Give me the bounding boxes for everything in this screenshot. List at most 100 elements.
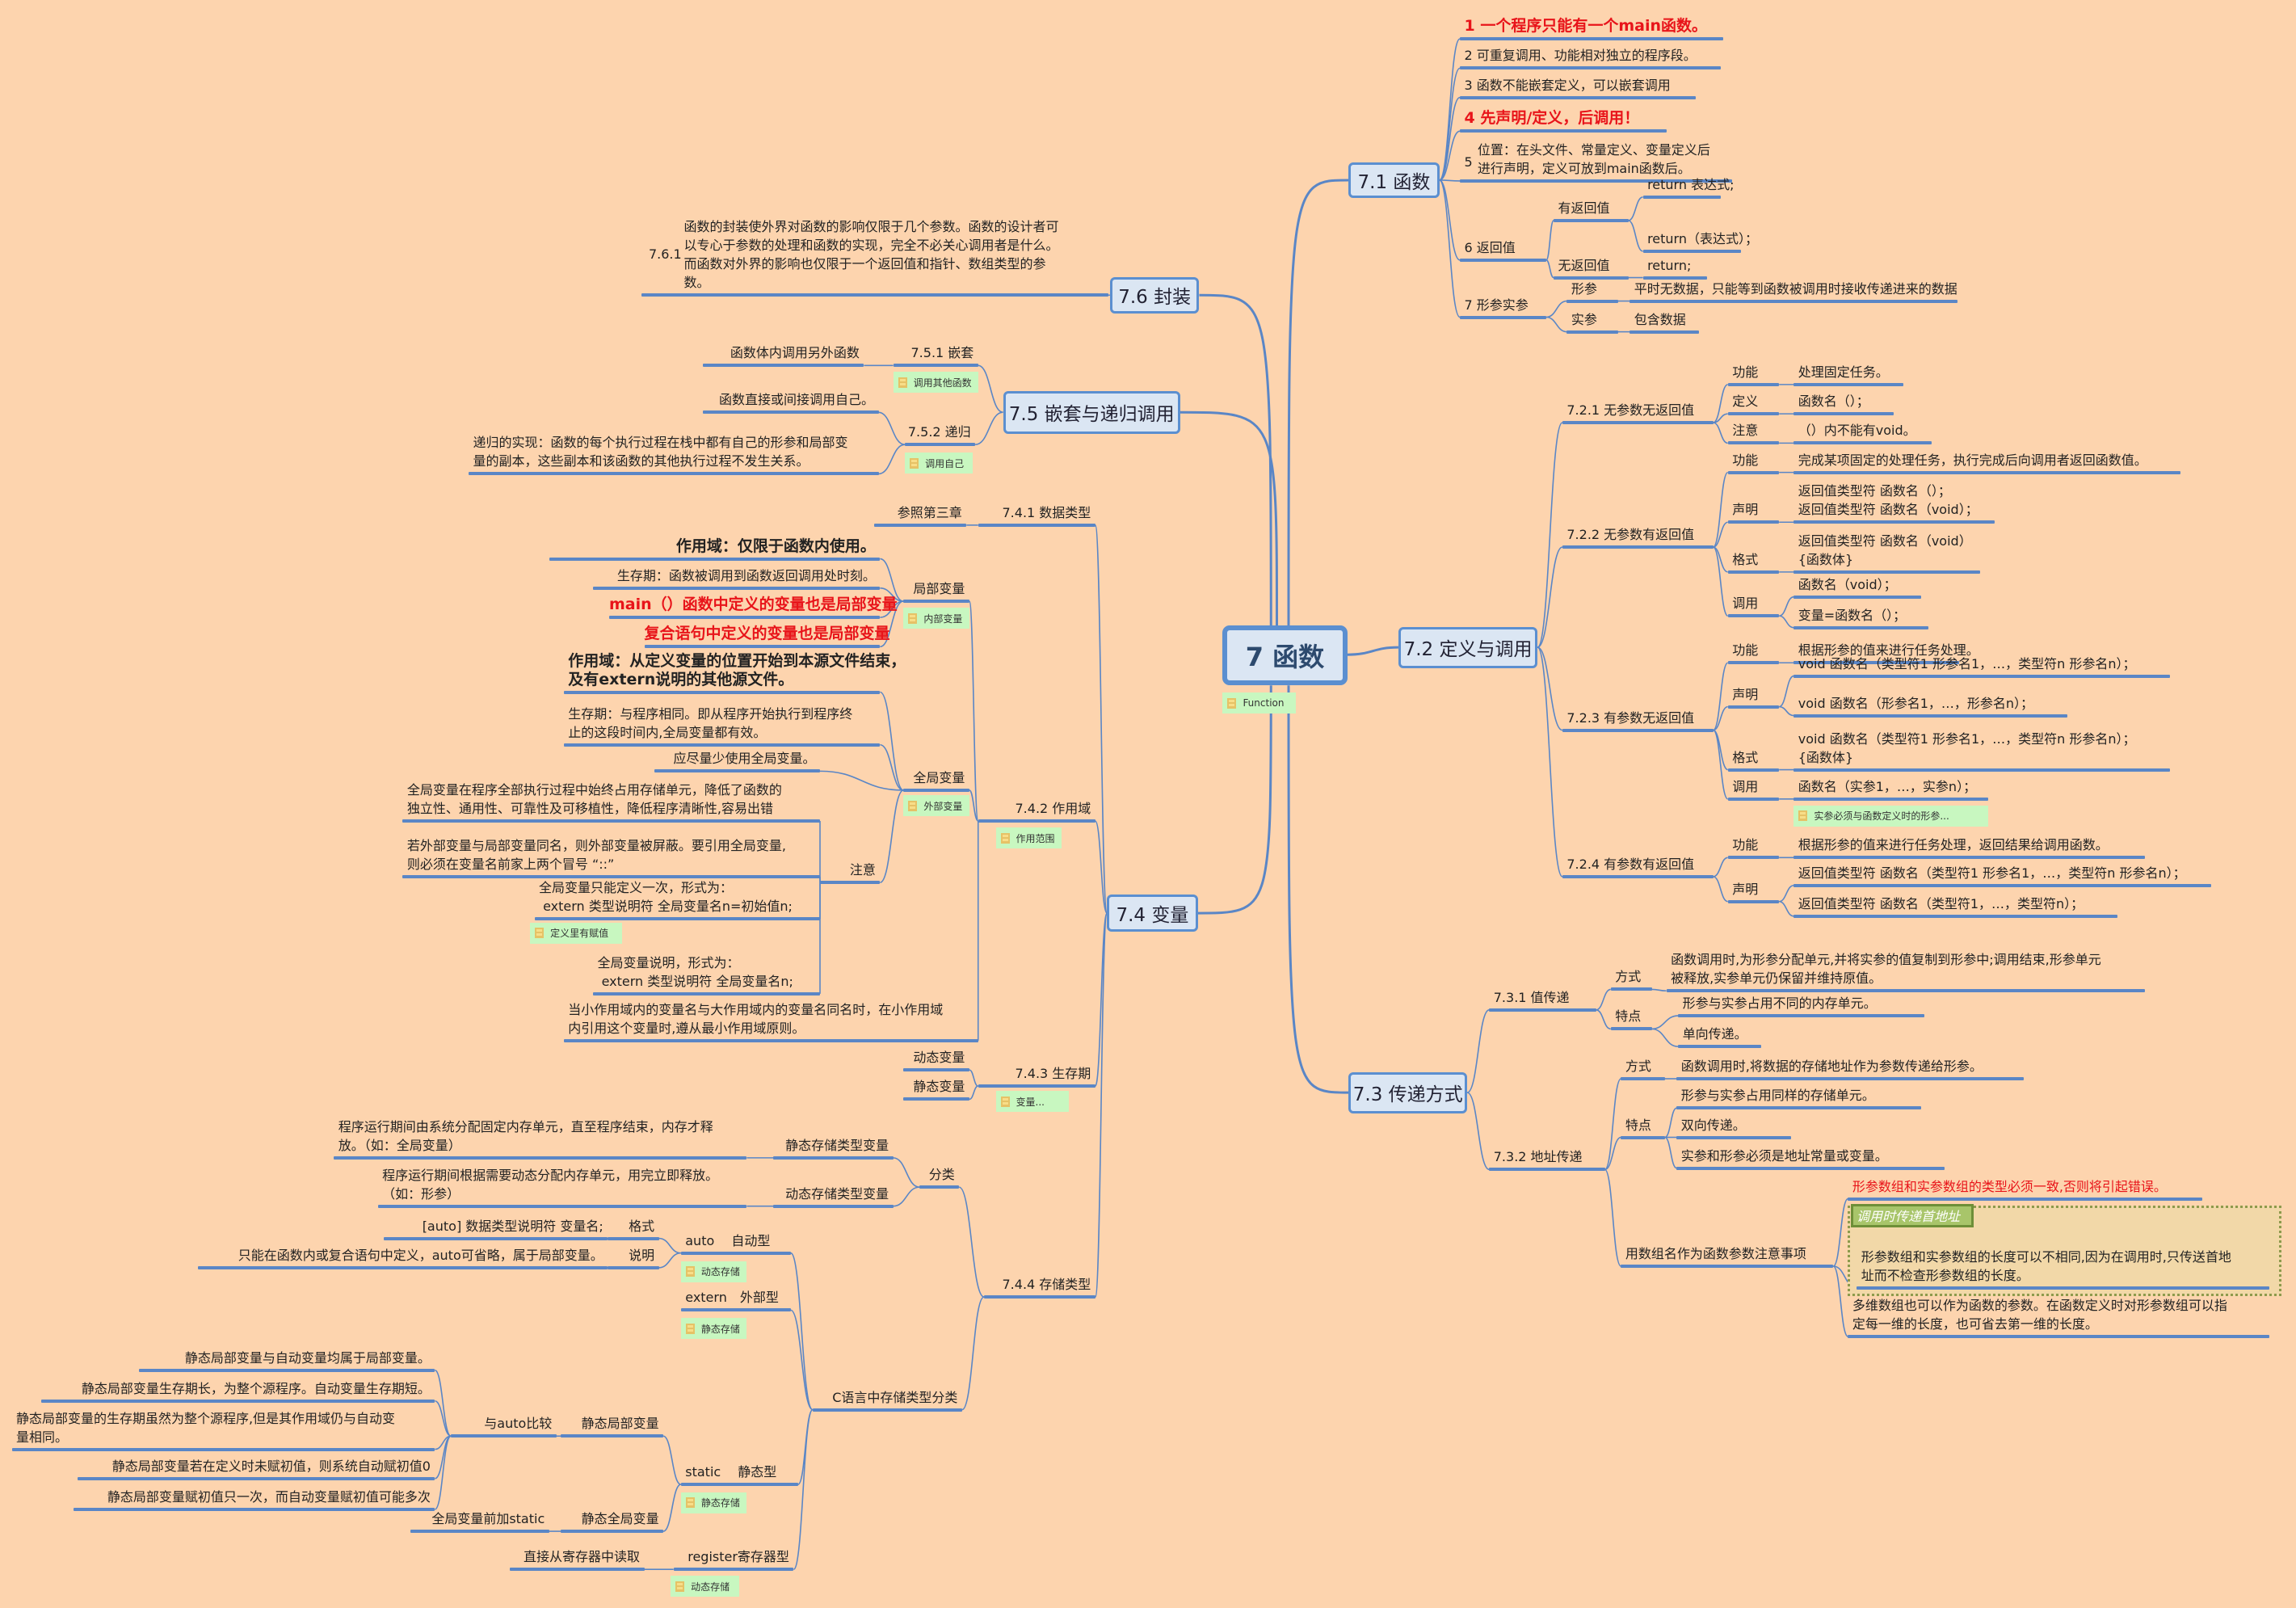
topic-c3[interactable]: 格式 [1732, 749, 1759, 765]
topic-vb2d2[interactable]: 若外部变量与局部变量同名，则外部变量被屏蔽。要引用全局变量, 则必须在变量名前家… [406, 837, 786, 872]
topic-c1[interactable]: 功能 [1732, 642, 1759, 659]
topic-vd[interactable]: 7.4.4 存储类型 [1002, 1277, 1091, 1293]
topic-a3v[interactable]: （）内不能有void。 [1798, 423, 1916, 439]
topic-d2v1[interactable]: 返回值类型符 函数名（类型符1 形参名1，…，类型符n 形参名n）； [1798, 865, 2186, 881]
central-topic[interactable]: 7 函数 [1222, 625, 1348, 686]
topic-c1v[interactable]: 根据形参的值来进行任务处理。 [1798, 642, 1979, 659]
topic-vd2a2v[interactable]: 只能在函数内或复合语句中定义，auto可省略，属于局部变量。 [238, 1247, 603, 1263]
topic-vd2c[interactable]: static 静态型 [685, 1464, 777, 1480]
note-label[interactable]: 定义里有赋值 [530, 922, 623, 944]
topic-vd2a1v[interactable]: [auto] 数据类型说明符 变量名; [422, 1218, 603, 1234]
topic-s3[interactable]: 静态局部变量的生存期虽然为整个源程序,但是其作用域仍与自动变 量相同。 [15, 1410, 396, 1445]
topic-b2[interactable]: 声明 [1732, 502, 1759, 518]
topic-a[interactable]: 7.2.1 无参数无返回值 [1566, 402, 1695, 418]
topic-nb[interactable]: 7.5.2 递归 [907, 424, 971, 440]
topic-va[interactable]: 7.4.1 数据类型 [1002, 504, 1091, 520]
topic-p5n[interactable]: 5 [1464, 154, 1473, 170]
topic-vd2c1a[interactable]: 与auto比较 [484, 1416, 553, 1432]
topic-tb2[interactable]: 特点 [1625, 1117, 1651, 1133]
topic-nb2[interactable]: 递归的实现：函数的每个执行过程在栈中都有自己的形参和局部变 量的副本，这些副本和… [473, 435, 848, 469]
note-label[interactable]: 静态存储 [680, 1318, 747, 1340]
branch-topic-s74[interactable]: 7.4 变量 [1107, 895, 1198, 932]
topic-vc2[interactable]: 静态变量 [913, 1079, 965, 1095]
note-label[interactable]: 实参必须与函数定义时的形参... [1793, 805, 1989, 827]
topic-tb2v3[interactable]: 实参和形参必须是地址常量或变量。 [1680, 1147, 1888, 1164]
topic-s2[interactable]: 静态局部变量生存期长，为整个源程序。自动变量生存期短。 [81, 1380, 431, 1396]
topic-p1[interactable]: 1 一个程序只能有一个main函数。 [1464, 17, 1708, 36]
topic-ta2v1[interactable]: 形参与实参占用不同的内存单元。 [1682, 996, 1877, 1012]
topic-p6a1[interactable]: return 表达式; [1647, 176, 1735, 192]
topic-b4[interactable]: 调用 [1732, 596, 1759, 612]
topic-d[interactable]: 7.2.4 有参数有返回值 [1566, 856, 1695, 872]
topic-ta1v[interactable]: 函数调用时,为形参分配单元,并将实参的值复制到形参中;调用结束,形参单元 被释放… [1671, 952, 2101, 987]
topic-p7a1[interactable]: 平时无数据，只能等到函数被调用时接收传递进来的数据 [1634, 280, 1957, 297]
topic-vb1d[interactable]: 复合语句中定义的变量也是局部变量 [644, 625, 890, 643]
topic-tb1v[interactable]: 函数调用时,将数据的存储地址作为参数传递给形参。 [1680, 1059, 1983, 1074]
topic-c3v[interactable]: void 函数名（类型符1 形参名1，…，类型符n 形参名n）； {函数体} [1798, 730, 2136, 765]
topic-vd1a1[interactable]: 程序运行期间由系统分配固定内存单元，直至程序结束，内存才释 放。（如：全局变量） [338, 1118, 713, 1153]
branch-topic-s73[interactable]: 7.3 传递方式 [1348, 1071, 1468, 1113]
topic-ta1[interactable]: 方式 [1615, 969, 1642, 985]
topic-p2[interactable]: 2 可重复调用、功能相对独立的程序段。 [1464, 48, 1697, 64]
branch-topic-s72[interactable]: 7.2 定义与调用 [1398, 626, 1538, 668]
callout-title[interactable]: 调用时传递首地址 [1851, 1203, 1974, 1227]
topic-vd1b1[interactable]: 程序运行期间根据需要动态分配内存单元，用完立即释放。 （如：形参） [382, 1167, 719, 1202]
topic-ta[interactable]: 7.3.1 值传递 [1493, 989, 1570, 1005]
topic-f1[interactable]: 函数的封装使外界对函数的影响仅限于几个参数。函数的设计者可 以专心于参数的处理和… [683, 219, 1059, 291]
topic-vd2b[interactable]: extern 外部型 [685, 1290, 779, 1306]
topic-vb1b[interactable]: 生存期：函数被调用到函数返回调用处时刻。 [616, 567, 876, 583]
branch-topic-s71[interactable]: 7.1 函数 [1348, 162, 1440, 198]
topic-vd1a[interactable]: 静态存储类型变量 [785, 1137, 889, 1153]
topic-tb2v1[interactable]: 形参与实参占用同样的存储单元。 [1680, 1088, 1875, 1104]
note-label[interactable]: 作用范围 [995, 827, 1062, 849]
note-label[interactable]: 动态存储 [680, 1261, 747, 1282]
topic-na[interactable]: 7.5.1 嵌套 [910, 345, 974, 361]
topic-p6a2[interactable]: return（表达式）； [1647, 230, 1758, 246]
topic-va1[interactable]: 参照第三章 [897, 504, 962, 520]
topic-b1[interactable]: 功能 [1732, 452, 1759, 468]
topic-vd2c2[interactable]: 静态全局变量 [581, 1511, 659, 1527]
topic-vb2c[interactable]: 应尽量少使用全局变量。 [673, 751, 816, 767]
topic-b2v[interactable]: 返回值类型符 函数名（）； 返回值类型符 函数名（void）； [1798, 483, 1979, 518]
topic-c4[interactable]: 调用 [1732, 778, 1759, 794]
topic-vb2a[interactable]: 作用域：从定义变量的位置开始到本源文件结束， 及有extern说明的其他源文件。 [568, 651, 906, 688]
topic-f1n[interactable]: 7.6.1 [648, 246, 682, 263]
note-label[interactable]: Function [1222, 692, 1297, 714]
topic-a1[interactable]: 功能 [1732, 364, 1759, 380]
topic-ta2[interactable]: 特点 [1615, 1008, 1642, 1025]
topic-vc1[interactable]: 动态变量 [913, 1050, 965, 1066]
topic-c4v[interactable]: 函数名（实参1，…，实参n）； [1798, 778, 1977, 794]
topic-s1[interactable]: 静态局部变量与自动变量均属于局部变量。 [184, 1349, 431, 1366]
topic-vd2d[interactable]: register寄存器型 [688, 1549, 789, 1565]
topic-d2[interactable]: 声明 [1732, 881, 1759, 897]
note-label[interactable]: 调用其他函数 [893, 372, 978, 394]
topic-vb3[interactable]: 当小作用域内的变量名与大作用域内的变量名同名时，在小作用域 内引用这个变量时,遵… [568, 1001, 944, 1036]
topic-tb[interactable]: 7.3.2 地址传递 [1493, 1149, 1583, 1165]
topic-tb3[interactable]: 用数组名作为函数参数注意事项 [1625, 1246, 1806, 1261]
topic-a3[interactable]: 注意 [1732, 423, 1759, 439]
topic-d1[interactable]: 功能 [1732, 837, 1759, 853]
topic-s4[interactable]: 静态局部变量若在定义时未赋初值，则系统自动赋初值0 [111, 1458, 431, 1474]
topic-vd2a1[interactable]: 格式 [629, 1218, 655, 1234]
topic-tb3v1[interactable]: 形参数组和实参数组的类型必须一致,否则将引起错误。 [1852, 1178, 2167, 1194]
topic-nb1[interactable]: 函数直接或间接调用自己。 [719, 392, 875, 408]
note-label[interactable]: 静态存储 [680, 1492, 747, 1513]
note-label[interactable]: 外部变量 [903, 795, 969, 817]
topic-vd2d1[interactable]: 直接从寄存器中读取 [524, 1549, 641, 1565]
topic-vd2a[interactable]: auto 自动型 [685, 1232, 771, 1248]
topic-vb2d1[interactable]: 全局变量在程序全部执行过程中始终占用存储单元，降低了函数的 独立性、通用性、可靠… [406, 782, 782, 816]
topic-tb2v2[interactable]: 双向传递。 [1680, 1117, 1746, 1133]
topic-vb2d4[interactable]: 全局变量说明，形式为： extern 类型说明符 全局变量名n; [597, 954, 793, 989]
topic-c2v1[interactable]: void 函数名（类型符1 形参名1，…，类型符n 形参名n）； [1798, 655, 2136, 671]
topic-vd1b[interactable]: 动态存储类型变量 [785, 1185, 889, 1202]
topic-a1v[interactable]: 处理固定任务。 [1798, 364, 1889, 380]
topic-vd2[interactable]: C语言中存储类型分类 [832, 1389, 958, 1405]
topic-vb[interactable]: 7.4.2 作用域 [1015, 801, 1091, 816]
topic-s5[interactable]: 静态局部变量赋初值只一次，而自动变量赋初值可能多次 [107, 1488, 431, 1505]
topic-vb2d3[interactable]: 全局变量只能定义一次，形式为： extern 类型说明符 全局变量名n=初始值n… [539, 880, 793, 915]
topic-p7[interactable]: 7 形参实参 [1464, 297, 1529, 313]
topic-b[interactable]: 7.2.2 无参数有返回值 [1566, 527, 1695, 543]
topic-p6a[interactable]: 有返回值 [1558, 200, 1610, 216]
topic-tb3v2[interactable]: 形参数组和实参数组的长度可以不相同,因为在调用时,只传送首地 址而不检查形参数组… [1861, 1249, 2231, 1284]
topic-d2v2[interactable]: 返回值类型符 函数名（类型符1，…，类型符n）； [1798, 895, 2084, 911]
